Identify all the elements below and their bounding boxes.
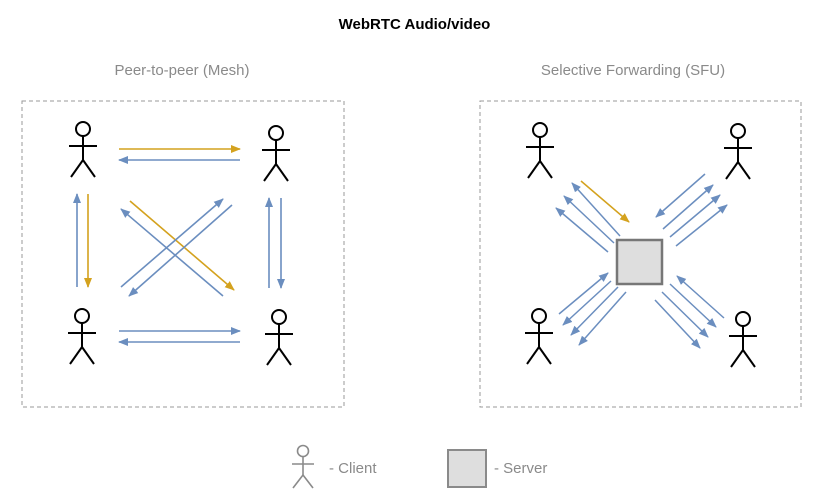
sfu-arrow-bl-download-1	[562, 280, 612, 326]
mesh-arrow-br-to-tl	[120, 208, 224, 297]
legend-server-icon	[447, 449, 487, 488]
sfu-arrow-tl-download-2	[563, 195, 615, 244]
sfu-arrow-bl-upload	[558, 272, 609, 315]
mesh-frame	[21, 100, 345, 408]
sfu-client-bottom-left	[524, 308, 554, 365]
mesh-client-top-right	[261, 125, 291, 182]
sfu-arrow-bl-download-2	[570, 286, 619, 336]
diagram-title: WebRTC Audio/video	[338, 16, 491, 33]
mesh-label: Peer-to-peer (Mesh)	[114, 62, 250, 79]
sfu-client-top-right	[723, 123, 753, 180]
sfu-arrow-tl-download-1	[571, 182, 621, 237]
mesh-client-bottom-left	[67, 308, 97, 365]
sfu-arrow-br-download-3	[654, 299, 701, 349]
sfu-arrow-bl-download-3	[578, 291, 627, 346]
sfu-arrow-tr-download-3	[675, 204, 728, 247]
sfu-server	[615, 238, 664, 286]
sfu-client-top-left	[525, 122, 555, 179]
sfu-frame	[479, 100, 802, 408]
sfu-arrow-br-download-1	[669, 283, 717, 328]
sfu-arrow-br-download-2	[661, 291, 709, 338]
sfu-label: Selective Forwarding (SFU)	[540, 62, 726, 79]
mesh-client-bottom-right	[264, 309, 294, 366]
sfu-arrow-tr-download-1	[662, 184, 714, 230]
legend-server-label: - Server	[494, 460, 548, 477]
sfu-arrow-tl-download-3	[555, 207, 609, 253]
sfu-client-bottom-right	[728, 311, 758, 368]
sfu-arrow-tl-upload	[580, 180, 630, 223]
mesh-arrow-tr-to-bl	[128, 204, 233, 297]
sfu-arrow-br-upload	[676, 275, 725, 319]
mesh-arrow-tl-to-br	[129, 200, 235, 291]
mesh-client-top-left	[68, 121, 98, 178]
sfu-arrow-tr-download-2	[669, 194, 721, 238]
legend-client-label: - Client	[329, 460, 377, 477]
legend-client-icon	[291, 444, 315, 489]
mesh-arrow-bl-to-tr	[120, 198, 224, 288]
sfu-arrow-tr-upload	[655, 173, 706, 218]
